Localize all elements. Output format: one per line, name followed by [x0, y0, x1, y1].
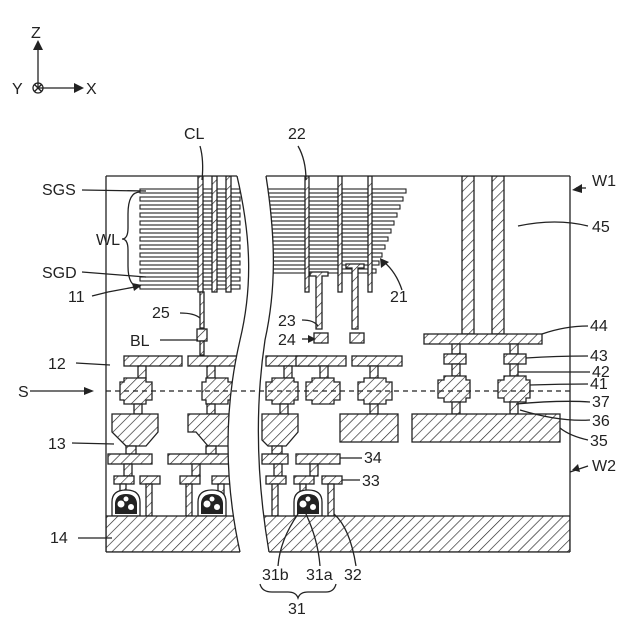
label-41: 41	[590, 376, 608, 393]
label-13: 13	[48, 436, 66, 453]
axis-y-label: Y	[12, 81, 23, 98]
label-37: 37	[592, 394, 610, 411]
label-23: 23	[278, 313, 296, 330]
label-wl: WL	[96, 232, 120, 249]
right-panel	[250, 176, 570, 552]
label-31: 31	[288, 601, 306, 618]
label-43: 43	[590, 348, 608, 365]
label-25: 25	[152, 305, 170, 322]
label-34: 34	[364, 450, 382, 467]
axis-indicator: Z Y X	[12, 25, 97, 98]
label-45: 45	[592, 219, 610, 236]
label-sgs: SGS	[42, 182, 76, 199]
substrate-right	[250, 516, 570, 552]
label-31a: 31a	[306, 567, 333, 584]
pillar-45-b	[492, 176, 504, 334]
left-panel	[106, 176, 256, 552]
label-bl: BL	[130, 333, 150, 350]
contact-24-a	[314, 333, 328, 343]
pillar-45-a	[462, 176, 474, 334]
contact-25	[197, 329, 207, 341]
label-24: 24	[278, 332, 296, 349]
label-12: 12	[48, 356, 66, 373]
label-sgd: SGD	[42, 265, 77, 282]
label-31b: 31b	[262, 567, 289, 584]
label-32: 32	[344, 567, 362, 584]
label-14: 14	[50, 530, 68, 547]
pad-12-b	[188, 356, 246, 366]
axis-z-label: Z	[31, 25, 41, 42]
label-s: S	[18, 384, 29, 401]
pad-35	[412, 414, 560, 442]
label-w2: W2	[592, 458, 616, 475]
label-11: 11	[68, 289, 85, 306]
label-cl: CL	[184, 126, 205, 143]
pad-12-a	[124, 356, 182, 366]
label-w1: W1	[592, 173, 616, 190]
axis-x-label: X	[86, 81, 97, 98]
label-36: 36	[592, 413, 610, 430]
word-line-stack	[140, 189, 240, 289]
label-35: 35	[590, 433, 608, 450]
label-22: 22	[288, 126, 306, 143]
pad-44	[424, 334, 542, 344]
label-21: 21	[390, 289, 408, 306]
columnar-bodies	[198, 176, 231, 328]
label-33: 33	[362, 473, 380, 490]
contact-24-b	[350, 333, 364, 343]
substrate-left	[106, 516, 256, 552]
label-44: 44	[590, 318, 608, 335]
